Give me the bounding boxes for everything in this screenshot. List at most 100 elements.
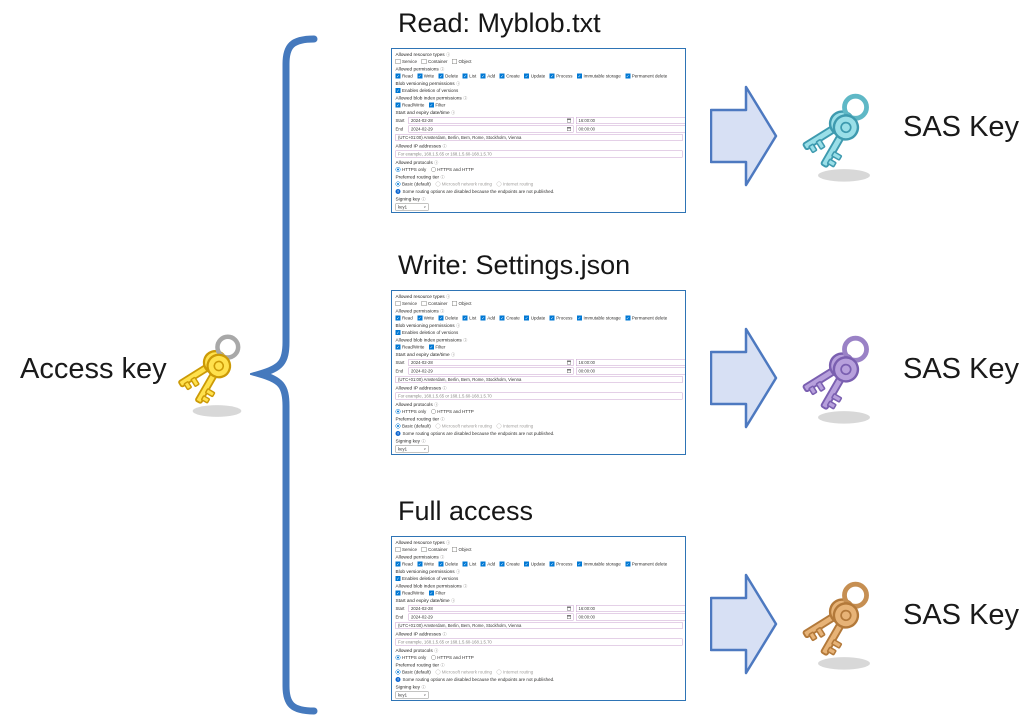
info-icon[interactable]: ⓘ (421, 197, 426, 202)
info-icon[interactable]: ⓘ (442, 632, 447, 637)
radio-microsoft-network-routing[interactable]: Microsoft network routing (435, 669, 492, 675)
radio-https-and-http[interactable]: HTTPS and HTTP (430, 409, 474, 414)
checkbox-create[interactable]: ✓Create (499, 561, 520, 567)
radio-https-only[interactable]: HTTPS only (395, 167, 426, 172)
checkbox-read[interactable]: ✓Read (395, 561, 413, 567)
radio-internet-routing[interactable]: Internet routing (496, 423, 533, 429)
info-icon[interactable]: ⓘ (456, 81, 461, 87)
radio-https-only[interactable]: HTTPS only (395, 655, 426, 660)
checkbox-enables-deletion-of-versions[interactable]: ✓Enables deletion of versions (395, 576, 458, 581)
info-icon[interactable]: ⓘ (442, 144, 447, 149)
info-icon[interactable]: ⓘ (440, 175, 445, 180)
timezone-select[interactable]: (UTC+01:00) Amsterdam, Berlin, Bern, Rom… (395, 134, 683, 141)
info-icon[interactable]: ⓘ (440, 309, 445, 314)
info-icon[interactable]: ⓘ (434, 648, 439, 654)
checkbox-filter[interactable]: ✓Filter (428, 590, 445, 596)
checkbox-delete[interactable]: ✓Delete (438, 561, 458, 567)
checkbox-service[interactable]: Service (395, 547, 417, 552)
info-icon[interactable]: ⓘ (434, 160, 439, 166)
checkbox-container[interactable]: Container (421, 547, 448, 552)
radio-https-only[interactable]: HTTPS only (395, 409, 426, 414)
checkbox-add[interactable]: ✓Add (480, 315, 495, 321)
info-icon[interactable]: ⓘ (434, 402, 439, 408)
info-icon[interactable]: ⓘ (442, 386, 447, 391)
checkbox-process[interactable]: ✓Process (549, 315, 572, 321)
info-icon[interactable]: ⓘ (440, 663, 445, 668)
checkbox-read-write[interactable]: ✓Read/Write (395, 590, 424, 596)
end-date-input[interactable]: 2024-02-29 (408, 613, 574, 621)
checkbox-read-write[interactable]: ✓Read/Write (395, 344, 424, 350)
checkbox-object[interactable]: Object (452, 59, 472, 64)
info-icon[interactable]: ⓘ (446, 52, 451, 58)
checkbox-permanent-delete[interactable]: ✓Permanent delete (625, 561, 667, 567)
checkbox-immutable-storage[interactable]: ✓Immutable storage (576, 315, 621, 321)
end-time-input[interactable]: 00:00:00 (576, 125, 685, 133)
start-time-input[interactable]: 16:00:00 (576, 359, 685, 366)
checkbox-write[interactable]: ✓Write (417, 73, 434, 79)
start-date-input[interactable]: 2024-02-28 (408, 117, 574, 124)
info-icon[interactable]: ⓘ (446, 294, 451, 300)
info-icon[interactable]: ⓘ (463, 338, 468, 343)
info-icon[interactable]: ⓘ (440, 555, 445, 560)
radio-internet-routing[interactable]: Internet routing (496, 181, 533, 187)
checkbox-read[interactable]: ✓Read (395, 315, 413, 321)
checkbox-read[interactable]: ✓Read (395, 73, 413, 79)
checkbox-add[interactable]: ✓Add (480, 561, 495, 567)
checkbox-enables-deletion-of-versions[interactable]: ✓Enables deletion of versions (395, 330, 458, 335)
signing-key-select[interactable]: key1∨ (395, 691, 429, 699)
radio-microsoft-network-routing[interactable]: Microsoft network routing (435, 181, 492, 187)
end-time-input[interactable]: 00:00:00 (576, 367, 685, 375)
checkbox-delete[interactable]: ✓Delete (438, 315, 458, 321)
end-time-input[interactable]: 00:00:00 (576, 613, 685, 621)
checkbox-create[interactable]: ✓Create (499, 315, 520, 321)
checkbox-create[interactable]: ✓Create (499, 73, 520, 79)
ip-address-input[interactable] (395, 392, 683, 400)
start-date-input[interactable]: 2024-02-28 (408, 605, 574, 612)
radio-https-and-http[interactable]: HTTPS and HTTP (430, 655, 474, 660)
info-icon[interactable]: ⓘ (463, 584, 468, 589)
checkbox-process[interactable]: ✓Process (549, 73, 572, 79)
info-icon[interactable]: ⓘ (421, 439, 426, 444)
info-icon[interactable]: ⓘ (463, 96, 468, 101)
checkbox-enables-deletion-of-versions[interactable]: ✓Enables deletion of versions (395, 88, 458, 93)
info-icon[interactable]: ⓘ (446, 540, 451, 546)
checkbox-container[interactable]: Container (421, 59, 448, 64)
checkbox-write[interactable]: ✓Write (417, 315, 434, 321)
checkbox-list[interactable]: ✓List (462, 73, 476, 79)
radio-internet-routing[interactable]: Internet routing (496, 669, 533, 675)
signing-key-select[interactable]: key1∨ (395, 445, 429, 453)
checkbox-service[interactable]: Service (395, 301, 417, 306)
checkbox-filter[interactable]: ✓Filter (428, 102, 445, 108)
checkbox-add[interactable]: ✓Add (480, 73, 495, 79)
checkbox-permanent-delete[interactable]: ✓Permanent delete (625, 73, 667, 79)
checkbox-object[interactable]: Object (452, 301, 472, 306)
signing-key-select[interactable]: key1∨ (395, 203, 429, 211)
checkbox-update[interactable]: ✓Update (524, 73, 545, 79)
info-icon[interactable]: ⓘ (440, 67, 445, 72)
checkbox-update[interactable]: ✓Update (524, 315, 545, 321)
info-icon[interactable]: ⓘ (451, 352, 456, 358)
checkbox-container[interactable]: Container (421, 301, 448, 306)
start-date-input[interactable]: 2024-02-28 (408, 359, 574, 366)
end-date-input[interactable]: 2024-02-29 (408, 367, 574, 375)
checkbox-immutable-storage[interactable]: ✓Immutable storage (576, 73, 621, 79)
info-icon[interactable]: ⓘ (456, 323, 461, 329)
end-date-input[interactable]: 2024-02-29 (408, 125, 574, 133)
radio-basic-default[interactable]: Basic (default) (395, 181, 431, 187)
checkbox-filter[interactable]: ✓Filter (428, 344, 445, 350)
info-icon[interactable]: ⓘ (440, 417, 445, 422)
checkbox-update[interactable]: ✓Update (524, 561, 545, 567)
ip-address-input[interactable] (395, 150, 683, 158)
checkbox-read-write[interactable]: ✓Read/Write (395, 102, 424, 108)
checkbox-list[interactable]: ✓List (462, 315, 476, 321)
info-icon[interactable]: ⓘ (451, 598, 456, 604)
radio-microsoft-network-routing[interactable]: Microsoft network routing (435, 423, 492, 429)
timezone-select[interactable]: (UTC+01:00) Amsterdam, Berlin, Bern, Rom… (395, 376, 683, 383)
checkbox-delete[interactable]: ✓Delete (438, 73, 458, 79)
ip-address-input[interactable] (395, 638, 683, 646)
radio-basic-default[interactable]: Basic (default) (395, 669, 431, 675)
checkbox-list[interactable]: ✓List (462, 561, 476, 567)
start-time-input[interactable]: 16:00:00 (576, 117, 685, 124)
info-icon[interactable]: ⓘ (451, 110, 456, 116)
timezone-select[interactable]: (UTC+01:00) Amsterdam, Berlin, Bern, Rom… (395, 622, 683, 629)
